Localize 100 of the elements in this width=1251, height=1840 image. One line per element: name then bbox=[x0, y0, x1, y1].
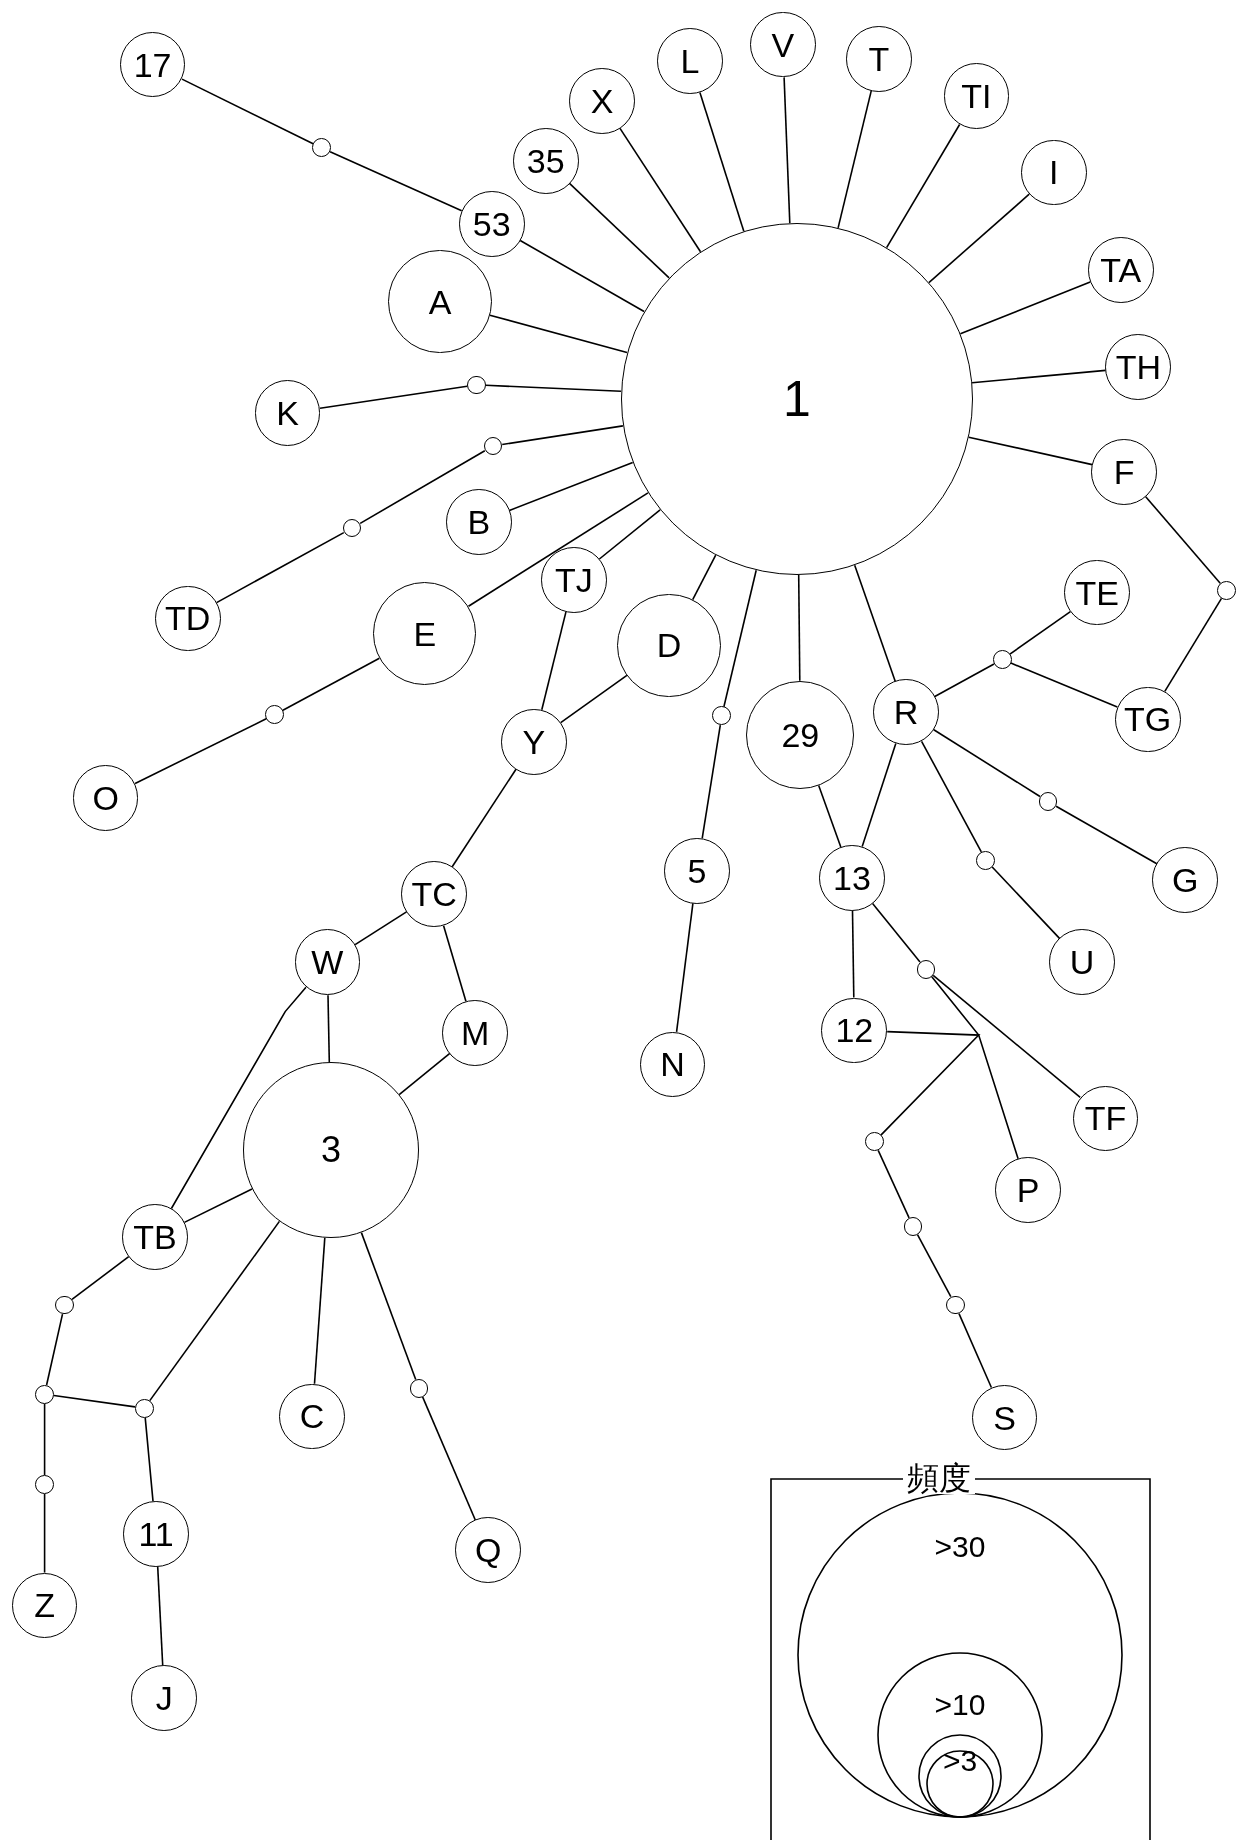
median-vector-circle bbox=[903, 1216, 923, 1236]
haplotype-label: X bbox=[590, 83, 614, 118]
haplotype-label: Q bbox=[474, 1533, 502, 1568]
connector-line bbox=[181, 78, 314, 145]
haplotype-label: I bbox=[1049, 155, 1059, 190]
connector-line bbox=[619, 127, 702, 253]
haplotype-label: S bbox=[993, 1400, 1016, 1435]
haplotype-label: 29 bbox=[781, 717, 820, 752]
median-vector-circle bbox=[1038, 792, 1058, 811]
haplotype-label: E bbox=[413, 616, 437, 651]
median-vector-circle bbox=[35, 1475, 54, 1494]
median-vector-circle bbox=[312, 138, 331, 158]
median-vector-circle bbox=[134, 1398, 154, 1418]
connector-line bbox=[170, 986, 307, 1210]
connector-line bbox=[885, 123, 961, 249]
haplotype-label: U bbox=[1069, 945, 1095, 980]
haplotype-label: 53 bbox=[472, 207, 511, 242]
connector-line bbox=[675, 902, 694, 1033]
haplotype-label: TI bbox=[961, 79, 992, 114]
connector-line bbox=[958, 1312, 993, 1389]
haplotype-label: F bbox=[1113, 454, 1135, 489]
connector-line bbox=[313, 1237, 326, 1385]
haplotype-label: 1 bbox=[782, 374, 811, 424]
haplotype-label: W bbox=[311, 945, 344, 980]
connector-line bbox=[144, 1416, 154, 1502]
connector-line bbox=[541, 610, 567, 711]
connector-line bbox=[215, 531, 345, 604]
connector-line bbox=[354, 911, 408, 946]
median-vector-circle bbox=[342, 518, 362, 538]
haplotype-label: J bbox=[155, 1681, 173, 1716]
legend-label: >30 bbox=[934, 1532, 986, 1562]
connector-line bbox=[691, 554, 717, 601]
haplotype-label: TH bbox=[1115, 350, 1161, 385]
median-vector-circle bbox=[945, 1295, 965, 1315]
connector-line bbox=[501, 425, 624, 446]
connector-line bbox=[1055, 805, 1158, 865]
median-vector-circle bbox=[916, 959, 936, 979]
connector-line bbox=[880, 1030, 981, 1136]
median-vector-circle bbox=[265, 705, 284, 725]
connector-line bbox=[916, 1233, 952, 1298]
connector-line bbox=[701, 724, 722, 840]
connector-line bbox=[817, 784, 842, 848]
median-vector-circle bbox=[864, 1132, 884, 1152]
connector-line bbox=[282, 657, 381, 711]
haplotype-label: K bbox=[276, 396, 299, 431]
haplotype-label: TG bbox=[1124, 702, 1172, 737]
haplotype-label: B bbox=[467, 505, 491, 540]
haplotype-label: P bbox=[1016, 1172, 1040, 1207]
connector-line bbox=[485, 384, 622, 393]
connector-line bbox=[723, 569, 757, 708]
connector-line bbox=[1009, 610, 1072, 655]
connector-line bbox=[598, 509, 661, 560]
median-vector-circle bbox=[55, 1295, 74, 1315]
connector-line bbox=[934, 663, 995, 698]
haplotype-label: M bbox=[461, 1015, 490, 1050]
haplotype-label: Z bbox=[34, 1588, 55, 1623]
connector-line bbox=[853, 564, 896, 683]
connector-line bbox=[467, 492, 649, 607]
connector-line bbox=[442, 924, 467, 1002]
median-vector-circle bbox=[1216, 580, 1236, 600]
connector-line bbox=[920, 740, 983, 853]
haplotype-label: TJ bbox=[554, 562, 593, 597]
haplotype-label: N bbox=[660, 1047, 685, 1082]
connector-line bbox=[783, 76, 791, 224]
median-vector-circle bbox=[712, 706, 732, 726]
connector-line bbox=[319, 385, 468, 409]
haplotype-label: R bbox=[893, 695, 919, 730]
connector-line bbox=[931, 975, 1019, 1160]
haplotype-circle bbox=[122, 1204, 188, 1270]
haplotype-label: L bbox=[680, 44, 700, 78]
legend-label: >10 bbox=[934, 1690, 986, 1720]
haplotype-label: G bbox=[1172, 863, 1199, 898]
connector-line bbox=[1164, 597, 1223, 693]
connector-line bbox=[359, 449, 486, 525]
haplotype-label: 12 bbox=[835, 1013, 874, 1048]
connector-line bbox=[959, 281, 1091, 335]
haplotype-label: TA bbox=[1100, 252, 1142, 287]
median-vector-circle bbox=[467, 375, 486, 395]
haplotype-label: O bbox=[92, 781, 119, 815]
haplotype-label: TC bbox=[411, 877, 457, 912]
haplotype-label: Y bbox=[522, 724, 546, 759]
connector-line bbox=[327, 994, 331, 1063]
median-vector-circle bbox=[483, 436, 503, 456]
haplotype-label: 13 bbox=[833, 860, 871, 895]
connector-line bbox=[933, 729, 1041, 798]
connector-line bbox=[360, 1231, 417, 1381]
connector-line bbox=[971, 369, 1107, 384]
haplotype-label: 5 bbox=[687, 853, 707, 888]
connector-line bbox=[451, 768, 517, 868]
connector-line bbox=[519, 239, 645, 313]
connector-line bbox=[43, 1402, 46, 1476]
connector-line bbox=[43, 1493, 46, 1574]
connector-line bbox=[797, 574, 801, 682]
connector-line bbox=[967, 436, 1093, 466]
haplotype-label: TD bbox=[165, 601, 211, 636]
legend-title: 頻度 bbox=[903, 1462, 975, 1494]
haplotype-label: V bbox=[771, 27, 795, 62]
haplotype-label: 35 bbox=[526, 143, 565, 178]
connector-line bbox=[1144, 495, 1221, 584]
connector-line bbox=[508, 461, 634, 512]
